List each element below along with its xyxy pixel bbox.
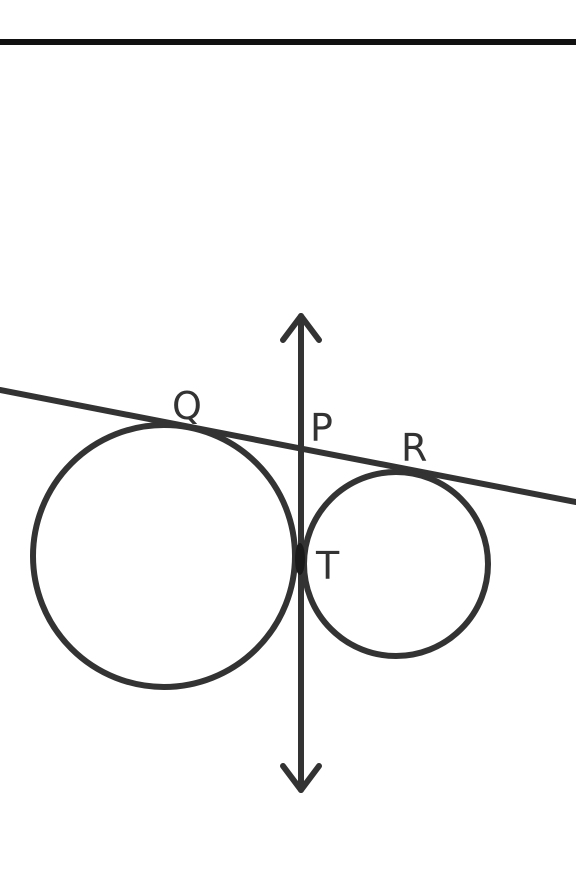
arrowhead-down-icon xyxy=(280,763,322,793)
label-t: T xyxy=(315,544,340,588)
point-t-marker xyxy=(295,543,305,575)
label-q: Q xyxy=(172,384,202,428)
label-r: R xyxy=(401,426,427,470)
tangent-line-qr xyxy=(0,387,576,505)
large-circle xyxy=(30,422,298,690)
label-p: P xyxy=(310,406,333,450)
arrowhead-up-icon xyxy=(280,313,322,343)
